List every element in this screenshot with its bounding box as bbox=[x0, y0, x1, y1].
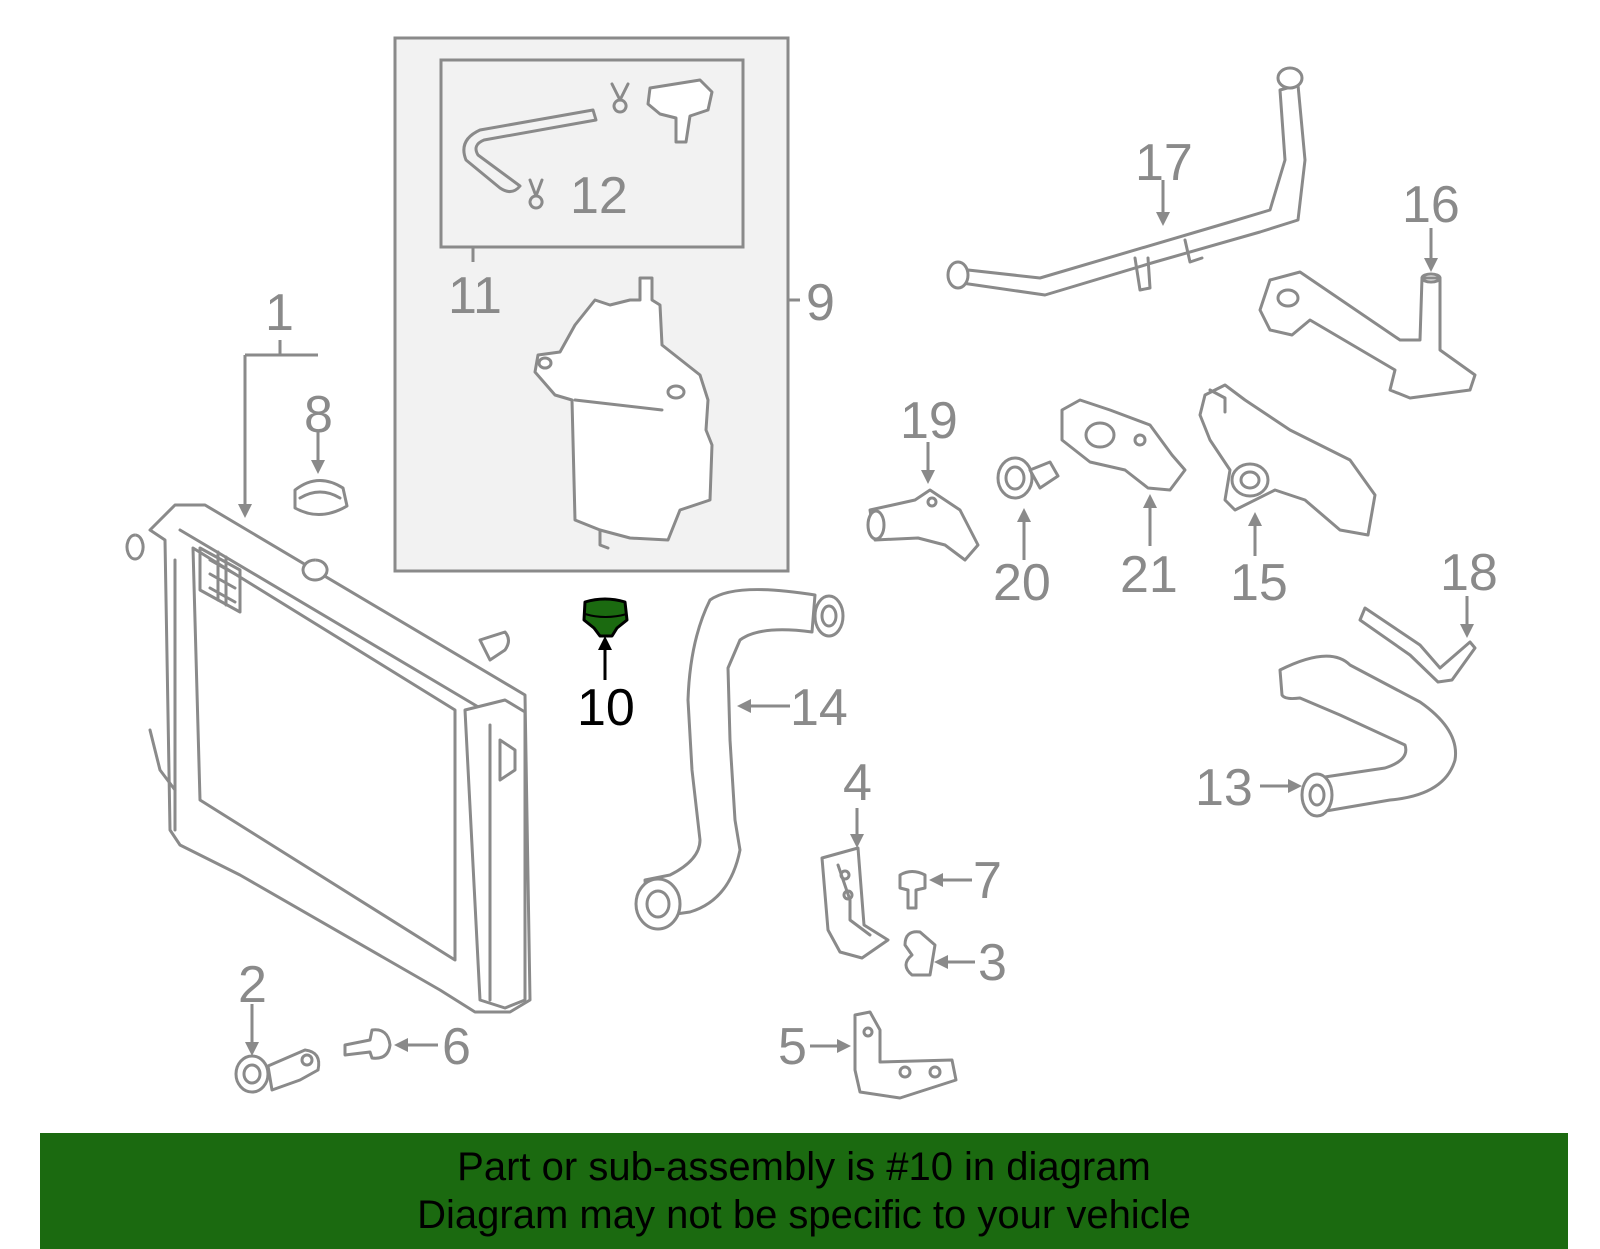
part-12-overflow-hose[interactable] bbox=[462, 78, 714, 210]
part-17-bypass-pipe[interactable] bbox=[946, 66, 1307, 297]
callout-14: 14 bbox=[790, 679, 848, 737]
callout-12: 12 bbox=[570, 167, 628, 225]
part-1-radiator[interactable] bbox=[125, 340, 532, 1014]
callout-16: 16 bbox=[1402, 176, 1460, 234]
callout-18: 18 bbox=[1440, 544, 1498, 602]
callout-2: 2 bbox=[238, 956, 267, 1014]
part-18-bypass-hose[interactable] bbox=[1358, 596, 1477, 684]
callout-5: 5 bbox=[778, 1018, 807, 1076]
part-15-outlet-housing[interactable] bbox=[1198, 383, 1377, 556]
callout-9: 9 bbox=[806, 274, 835, 332]
part-19-water-outlet[interactable] bbox=[866, 442, 980, 562]
callout-13: 13 bbox=[1195, 759, 1253, 817]
callout-4: 4 bbox=[843, 754, 872, 812]
callout-3: 3 bbox=[978, 934, 1007, 992]
callout-11: 11 bbox=[448, 267, 502, 325]
callout-15: 15 bbox=[1230, 554, 1288, 612]
part-20-thermostat[interactable] bbox=[996, 456, 1060, 560]
banner-line-disclaimer: Diagram may not be specific to your vehi… bbox=[417, 1193, 1191, 1237]
callout-6: 6 bbox=[442, 1018, 471, 1076]
callout-19: 19 bbox=[900, 392, 958, 450]
part-14-radiator-hose[interactable] bbox=[634, 588, 845, 931]
part-21-thermostat-housing[interactable] bbox=[1060, 398, 1187, 546]
callout-21: 21 bbox=[1120, 546, 1178, 604]
callout-17: 17 bbox=[1135, 134, 1193, 192]
part-13-water-hose[interactable] bbox=[1260, 654, 1458, 818]
callout-10: 10 bbox=[577, 679, 635, 737]
part-4-bracket[interactable] bbox=[820, 808, 890, 960]
banner-line-part: Part or sub-assembly is #10 in diagram bbox=[457, 1145, 1151, 1189]
callout-7: 7 bbox=[973, 852, 1002, 910]
callout-8: 8 bbox=[304, 386, 333, 444]
part-7-bolt[interactable] bbox=[898, 870, 972, 910]
part-10-reservoir-cap[interactable] bbox=[582, 597, 629, 680]
part-6-drain-plug[interactable] bbox=[343, 1028, 438, 1060]
part-2-drain-cock[interactable] bbox=[234, 1004, 321, 1094]
part-9-coolant-reservoir[interactable] bbox=[533, 276, 714, 550]
part-8-radiator-cap[interactable] bbox=[293, 432, 349, 516]
callout-20: 20 bbox=[993, 554, 1051, 612]
part-3-clip[interactable] bbox=[903, 930, 975, 977]
callout-1: 1 bbox=[265, 284, 294, 342]
parts-diagram: 1 8 9 11 12 10 14 17 16 19 20 21 15 18 1… bbox=[125, 36, 1498, 1100]
info-banner: Part or sub-assembly is #10 in diagram D… bbox=[40, 1133, 1568, 1249]
part-5-bracket[interactable] bbox=[810, 1010, 958, 1100]
part-16-inlet-pipe[interactable] bbox=[1258, 228, 1477, 400]
